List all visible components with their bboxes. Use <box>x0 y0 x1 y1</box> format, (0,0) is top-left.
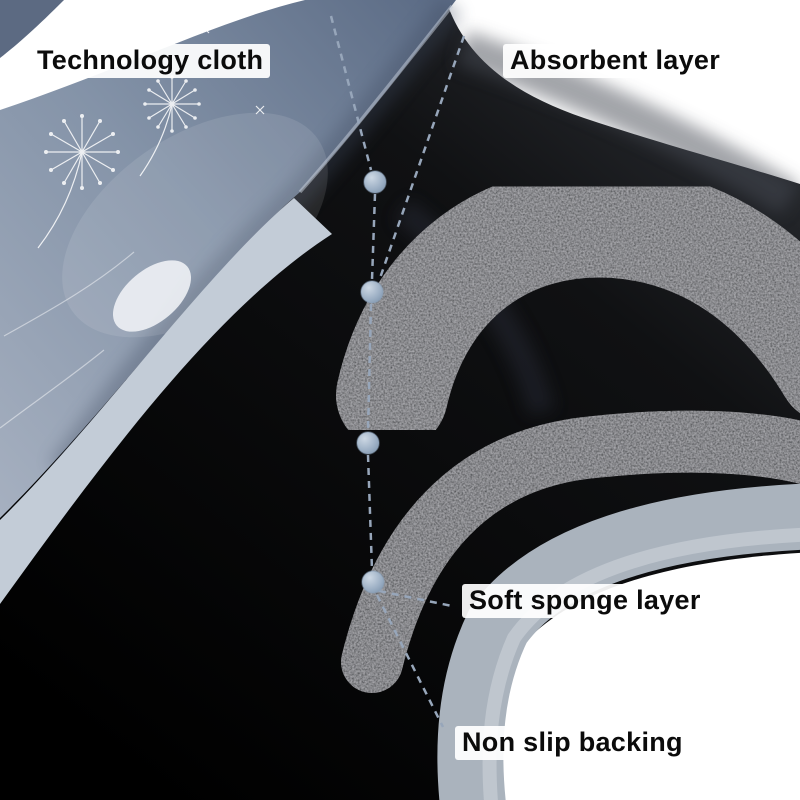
absorbent-texture-layer <box>336 165 800 451</box>
connector-absorbent-layer <box>377 35 466 282</box>
callout-label-absorbent-layer: Absorbent layer <box>503 44 728 78</box>
connector-dot1-dot2 <box>370 193 377 281</box>
dandelion-pattern <box>0 25 265 429</box>
mat-edge-strip <box>0 198 332 604</box>
layer-marker-dots <box>356 170 387 594</box>
connector-dot2-dot3 <box>366 303 373 432</box>
callout-lines <box>329 15 466 728</box>
callout-label-non-slip-backing: Non slip backing <box>455 726 690 760</box>
connector-non-slip <box>375 594 445 728</box>
layer-marker-dot-1 <box>363 170 387 194</box>
fabric-corner <box>0 0 64 58</box>
connector-technology-cloth <box>329 15 373 171</box>
layer-marker-dot-3 <box>356 431 380 455</box>
sponge-texture-layer <box>341 410 800 693</box>
layer-marker-dot-4 <box>361 570 385 594</box>
callout-label-technology-cloth: Technology cloth <box>30 44 271 78</box>
callout-label-soft-sponge-layer: Soft sponge layer <box>462 584 708 618</box>
layer-marker-dot-2 <box>360 280 384 304</box>
connector-dot3-dot4 <box>366 454 374 571</box>
